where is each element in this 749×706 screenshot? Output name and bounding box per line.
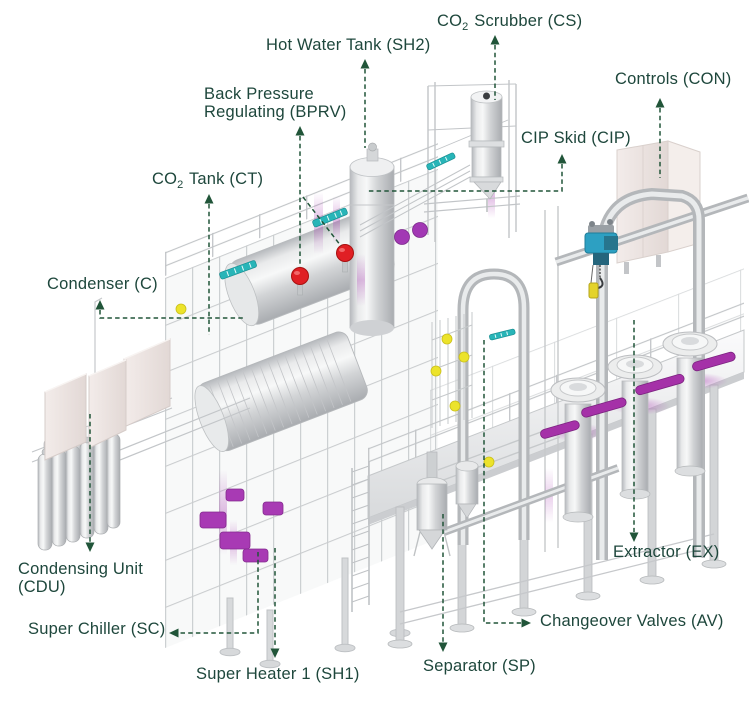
mid-frame [437, 206, 561, 552]
chain-hoist [584, 219, 618, 299]
label-extractor: Extractor (EX) [613, 543, 720, 561]
leader-lines [89, 45, 661, 648]
condensing-panels [44, 338, 171, 461]
label-condensing-unit: Condensing Unit (CDU) [18, 560, 143, 596]
label-cip-skid: CIP Skid (CIP) [521, 129, 631, 147]
leader-bprv [299, 136, 342, 267]
teal-heat-strips [219, 152, 516, 341]
label-controls: Controls (CON) [615, 70, 732, 88]
leader-c [99, 310, 246, 319]
yellow-valve-knobs [175, 303, 495, 468]
leader-sc [179, 552, 259, 634]
access-ladder [351, 461, 370, 612]
label-co2-scrubber: CO2 Scrubber (CS) [437, 12, 583, 33]
leader-arrowheads [85, 35, 665, 658]
co2-tank-vessel [194, 331, 368, 452]
label-super-heater-1: Super Heater 1 (SH1) [196, 665, 360, 683]
extractor-handles [540, 351, 736, 439]
label-separator: Separator (SP) [423, 657, 536, 675]
label-changeover-valves: Changeover Valves (AV) [540, 612, 724, 630]
label-super-chiller: Super Chiller (SC) [28, 620, 166, 638]
label-hot-water-tank: Hot Water Tank (SH2) [266, 36, 431, 54]
hot-water-tank [349, 142, 395, 336]
red-bprv-valves [291, 244, 354, 296]
purple-valve-knobs [394, 222, 428, 245]
label-condenser: Condenser (C) [47, 275, 158, 293]
controls-panel [616, 140, 701, 274]
pump-cluster [199, 488, 284, 563]
leader-cip [368, 164, 563, 192]
label-co2-tank: CO2 Tank (CT) [152, 170, 264, 191]
extractor-vessels [540, 331, 736, 523]
label-back-pressure-regulating: Back Pressure Regulating (BPRV) [204, 85, 347, 121]
leader-av [483, 340, 521, 624]
condensing-unit [31, 297, 251, 551]
separator-vessels [413, 451, 479, 557]
